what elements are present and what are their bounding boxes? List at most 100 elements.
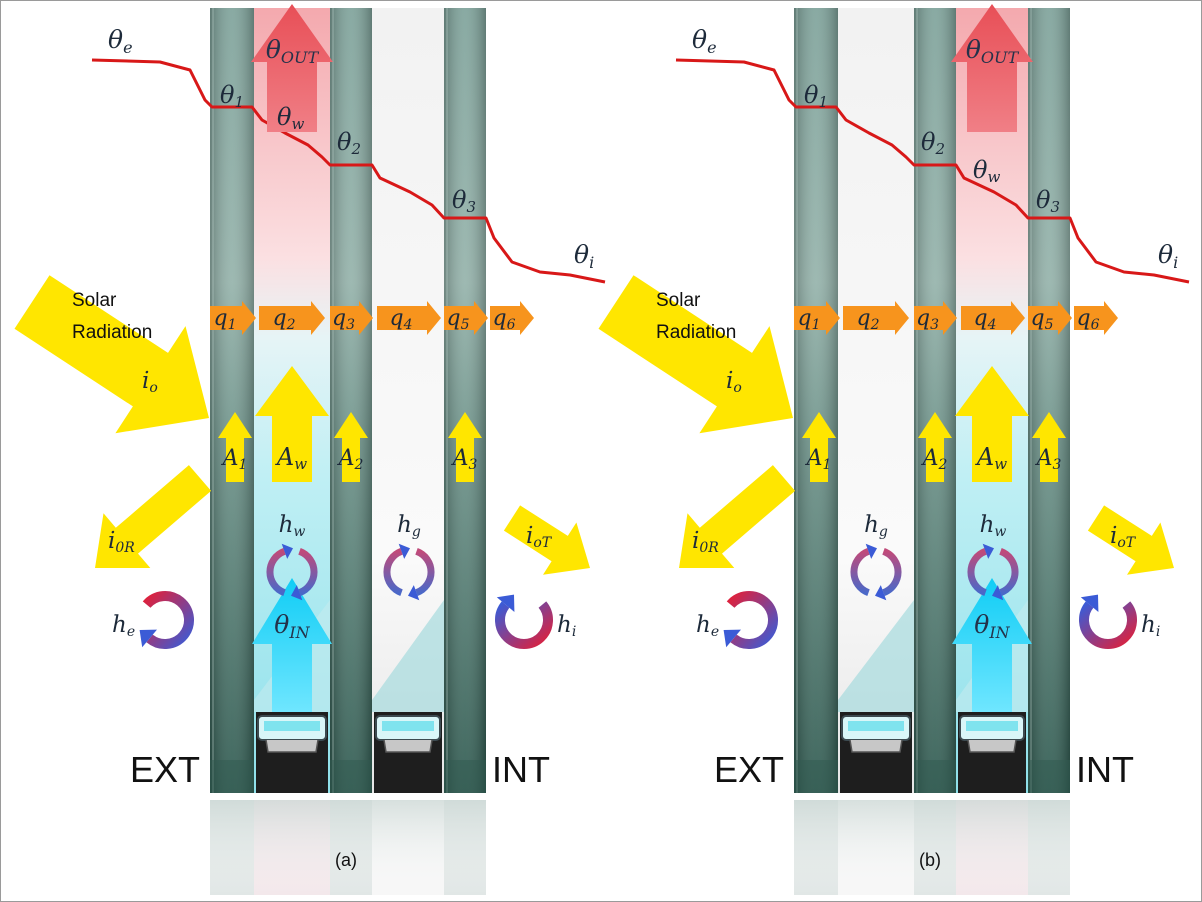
absorbed-arrow-Aw xyxy=(955,366,1029,482)
spacer-foot xyxy=(967,739,1017,753)
heat-flux-arrow-q1 xyxy=(794,301,840,335)
theta-in-label: θIN xyxy=(974,610,1010,642)
outlet-air-arrow xyxy=(251,4,333,132)
exterior-label: EXT xyxy=(714,749,784,790)
absorbed-label-A2: A2 xyxy=(337,446,364,473)
pane-bottom-shade xyxy=(444,760,486,793)
heat-flux-arrow-q3 xyxy=(914,301,957,335)
incident-solar-arrow xyxy=(14,275,209,434)
temperature-profile-curve xyxy=(675,58,1190,284)
absorbed-arrow-A1 xyxy=(218,412,252,482)
theta-1-label: θ1 xyxy=(804,81,828,111)
glass-pane-edge xyxy=(794,8,838,793)
theta-2-label: θ2 xyxy=(337,128,361,158)
pane-bottom-shade xyxy=(914,760,956,793)
convection-arrow-hw-right-head xyxy=(291,585,303,601)
hi-label: hi xyxy=(557,612,576,640)
reflection-fade xyxy=(794,800,1070,895)
glass-pane-edge xyxy=(210,8,254,793)
theta-out-label: θOUT xyxy=(966,35,1020,67)
heat-flux-label-q6: q6 xyxy=(1076,306,1099,333)
theta-e-label: θe xyxy=(108,25,133,57)
heat-flux-label-q5: q5 xyxy=(1030,306,1053,333)
absorbed-label-Aw: Aw xyxy=(275,443,307,473)
theta-i-label: θi xyxy=(574,240,594,272)
he-label: he xyxy=(696,612,719,640)
convection-arrow-hg-left-head xyxy=(865,543,877,559)
temperature-profile-curve xyxy=(91,58,606,284)
spacer-desiccant xyxy=(966,721,1018,731)
ioT-label: ioT xyxy=(526,523,553,551)
heat-flux-label-q4: q4 xyxy=(389,306,412,333)
heat-flux-arrow-q4 xyxy=(961,301,1025,335)
convection-arrow-hg-right-head xyxy=(408,585,420,601)
solar-radiation-label: Solar xyxy=(656,290,701,311)
convection-arrow-hg-left xyxy=(850,548,870,596)
pane-bottom-shade xyxy=(210,760,254,793)
absorbed-arrow-A3 xyxy=(448,412,482,482)
absorbed-arrow-A3 xyxy=(1032,412,1066,482)
theta-i-label: θi xyxy=(1158,240,1178,272)
ioR-label: i0R xyxy=(108,528,135,556)
solar-radiation-label-2: Radiation xyxy=(72,322,152,343)
transmitted-solar-arrow xyxy=(1087,505,1174,575)
theta-in-label: θIN xyxy=(274,610,310,642)
solar-radiation-label: Solar xyxy=(72,290,117,311)
interior-convection-arrow-head xyxy=(496,594,515,612)
convection-arrow-hg-left xyxy=(383,548,403,596)
absorbed-label-A1: A1 xyxy=(805,446,832,473)
heat-flux-label-q2: q2 xyxy=(856,306,879,333)
hi-label: hi xyxy=(1141,612,1160,640)
theta-1-label: θ1 xyxy=(220,81,244,111)
spacer-foot xyxy=(265,739,319,753)
convection-arrow-hw-left-head xyxy=(281,543,293,559)
convection-arrow-hw-right xyxy=(298,548,318,596)
convection-arrow-hw-left xyxy=(266,548,286,596)
theta-3-label: θ3 xyxy=(1036,186,1060,216)
interior-convection-arrow-head xyxy=(1080,594,1099,612)
spacer-desiccant xyxy=(264,721,320,731)
exterior-convection-arrow xyxy=(726,591,778,649)
heat-flux-arrow-q3 xyxy=(330,301,373,335)
interior-label: INT xyxy=(1076,749,1134,790)
convection-arrow-hw-left-head xyxy=(982,543,994,559)
glass-reflection xyxy=(838,600,914,712)
convection-label-hw: hw xyxy=(980,512,1007,540)
absorbed-arrow-A2 xyxy=(334,412,368,482)
convection-arrow-hg-left-head xyxy=(398,543,410,559)
spacer-desiccant xyxy=(848,721,904,731)
pane-bottom-shade xyxy=(330,760,372,793)
absorbed-arrow-A1 xyxy=(802,412,836,482)
absorbed-label-A2: A2 xyxy=(921,446,948,473)
absorbed-label-Aw: Aw xyxy=(975,443,1007,473)
inlet-air-arrow xyxy=(252,578,332,712)
heat-flux-label-q2: q2 xyxy=(272,306,295,333)
absorbed-label-A1: A1 xyxy=(221,446,248,473)
heat-flux-arrow-q2 xyxy=(259,301,325,335)
heat-flux-arrow-q2 xyxy=(843,301,909,335)
convection-label-hg: hg xyxy=(397,512,421,540)
convection-label-hw: hw xyxy=(279,512,306,540)
he-label: he xyxy=(112,612,135,640)
absorbed-label-A3: A3 xyxy=(1035,446,1062,473)
heat-flux-arrow-q4 xyxy=(377,301,441,335)
reflected-solar-arrow xyxy=(95,465,212,568)
heat-flux-label-q4: q4 xyxy=(973,306,996,333)
spacer-foot xyxy=(849,739,903,753)
incident-solar-arrow xyxy=(598,275,793,434)
convection-arrow-hw-right xyxy=(999,548,1019,596)
heat-flux-label-q6: q6 xyxy=(492,306,515,333)
heat-flux-arrow-q5 xyxy=(444,301,488,335)
heat-flux-label-q3: q3 xyxy=(332,306,355,333)
absorbed-arrow-A2 xyxy=(918,412,952,482)
heat-flux-label-q1: q1 xyxy=(797,306,820,333)
glass-pane-edge xyxy=(914,8,956,793)
exterior-convection-arrow-head xyxy=(139,629,157,648)
interior-convection-arrow xyxy=(1079,601,1137,649)
convection-arrow-hw-right-head xyxy=(992,585,1004,601)
heat-flux-label-q3: q3 xyxy=(916,306,939,333)
absorbed-label-A3: A3 xyxy=(451,446,478,473)
transmitted-solar-arrow xyxy=(503,505,590,575)
heat-flux-arrow-q5 xyxy=(1028,301,1072,335)
heat-flux-arrow-q1 xyxy=(210,301,256,335)
